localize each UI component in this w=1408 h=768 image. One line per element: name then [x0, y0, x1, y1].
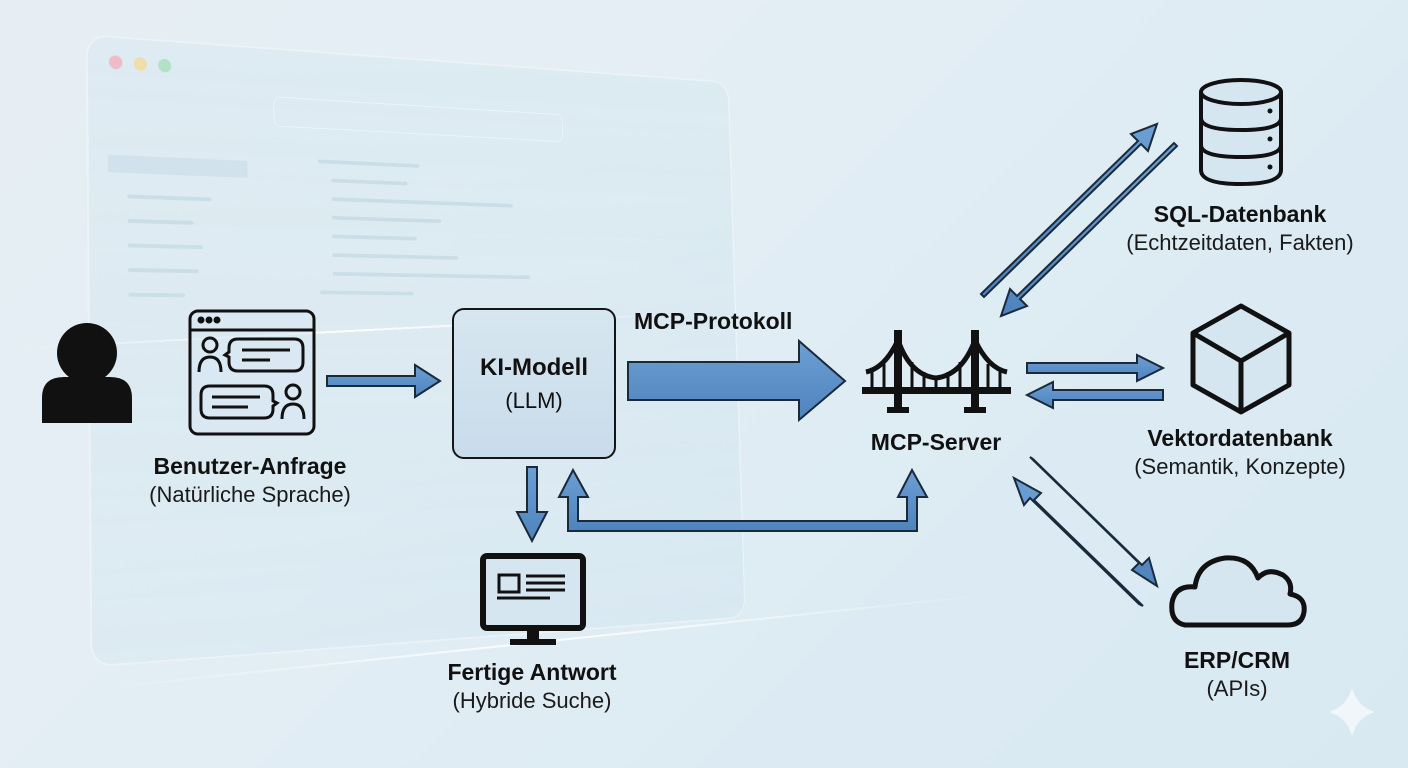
monitor-icon: [480, 553, 586, 645]
node-llm-subtitle: (LLM): [505, 387, 563, 413]
node-erp-subtitle: (APIs): [1206, 676, 1268, 701]
cloud-icon: [1169, 555, 1307, 628]
chat-window-icon: [188, 309, 316, 436]
node-vector-title: Vektordatenbank: [1147, 425, 1333, 451]
node-vector-subtitle: (Semantik, Konzepte): [1134, 454, 1346, 479]
arrow-mcp-server-to-llm: [557, 467, 929, 532]
node-sql-title: SQL-Datenbank: [1153, 201, 1327, 227]
bridge-icon: [862, 330, 1011, 413]
node-mcp-server-label: MCP-Server: [836, 428, 1036, 456]
node-mcp-server-title: MCP-Server: [870, 429, 1002, 455]
node-sql-label: SQL-Datenbank (Echtzeitdaten, Fakten): [1090, 200, 1390, 258]
node-answer-label: Fertige Antwort (Hybride Suche): [412, 658, 652, 716]
node-request-title: Benutzer-Anfrage: [153, 453, 347, 479]
arrow-mcp-server-to-vector: [1026, 353, 1166, 383]
arrow-mcp-server-to-erp: [1029, 456, 1159, 589]
arrow-sql-to-mcp-server: [999, 141, 1179, 318]
arrows-mcp-server-erp: [1012, 456, 1159, 607]
node-llm-title: KI-Modell: [480, 353, 588, 381]
node-llm: KI-Modell (LLM): [452, 308, 616, 459]
sparkle-icon: [1329, 687, 1375, 737]
node-answer-title: Fertige Antwort: [447, 659, 617, 685]
arrow-vector-to-mcp-server: [1024, 380, 1164, 410]
arrows-mcp-server-sql: [979, 122, 1179, 318]
arrows-mcp-server-vector: [1024, 353, 1166, 410]
arrow-llm-to-answer: [515, 466, 549, 544]
database-icon: [1199, 78, 1283, 187]
node-erp-title: ERP/CRM: [1183, 647, 1291, 673]
node-answer-subtitle: (Hybride Suche): [452, 688, 612, 713]
node-sql-subtitle: (Echtzeitdaten, Fakten): [1126, 230, 1354, 255]
cube-icon: [1190, 303, 1292, 415]
arrow-mcp-server-to-sql: [979, 122, 1159, 299]
node-vector-label: Vektordatenbank (Semantik, Konzepte): [1100, 424, 1380, 482]
node-request-label: Benutzer-Anfrage (Natürliche Sprache): [120, 452, 380, 510]
edge-label-mcp-protocol: MCP-Protokoll: [634, 308, 793, 334]
node-request-subtitle: (Natürliche Sprache): [149, 482, 351, 507]
arrow-request-to-llm: [326, 363, 442, 399]
person-icon: [42, 323, 132, 423]
arrow-llm-to-mcp-server: [627, 338, 847, 423]
node-erp-label: ERP/CRM (APIs): [1137, 646, 1337, 704]
arrow-erp-to-mcp-server: [1012, 475, 1144, 607]
